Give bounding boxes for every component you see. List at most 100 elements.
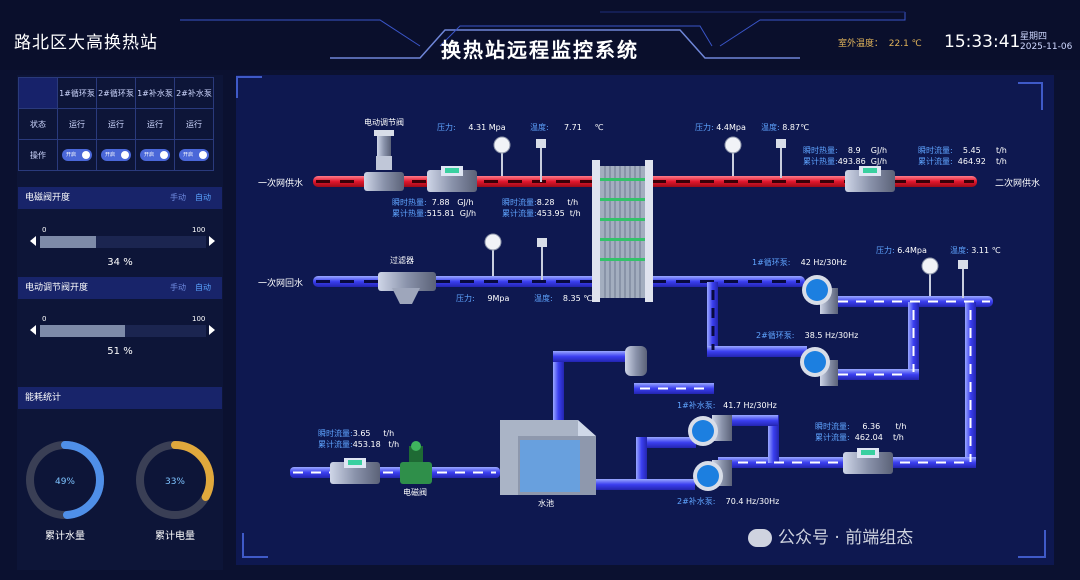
station-name: 路北区大高换热站 <box>14 33 158 53</box>
row-label-operate: 操作 <box>18 139 58 171</box>
water-label: 累计水量 <box>45 531 85 542</box>
pump2-frequency: 2#循环泵: 38.5 Hz/30Hz <box>756 331 859 340</box>
primary-return-label: 一次网回水 <box>258 279 304 289</box>
header-decoration <box>180 11 906 59</box>
m4-cum-flow: 累计流量: 462.04 t/h <box>815 433 904 442</box>
pump4-frequency: 2#补水泵: 70.4 Hz/30Hz <box>677 497 780 506</box>
flow-meter-icon <box>843 448 893 474</box>
plate-heat-exchanger <box>592 160 653 302</box>
water-ring-gauge: 49% <box>26 441 104 519</box>
watermark: 公众号 · 前端组态 <box>748 523 913 548</box>
pump-col-header: 1#循环泵 <box>57 77 97 109</box>
p4-temperature: 温度: 3.11 ℃ <box>950 246 1001 255</box>
mode-manual-button[interactable]: 手动 <box>170 283 186 292</box>
electric-percent: 51 % <box>107 346 133 357</box>
outdoor-temperature: 室外温度： 22.1 ℃ <box>838 39 922 49</box>
electric-slider-track[interactable] <box>40 325 206 337</box>
circulation-pump-2-icon[interactable] <box>800 347 838 386</box>
pressure-gauge-icon <box>493 136 511 176</box>
pump-table: 1#循环泵 2#循环泵 1#补水泵 2#补水泵 状态 运行 运行 运行 运行 操… <box>18 77 214 171</box>
m1-heat: 瞬时热量: 7.88 GJ/h <box>392 198 474 207</box>
p3-pressure: 压力: 9Mpa <box>456 294 510 303</box>
slider-decrease-arrow[interactable] <box>30 236 36 246</box>
pump-col-header: 1#补水泵 <box>135 77 175 109</box>
m4-flow: 瞬时流量: 6.36 t/h <box>815 422 907 431</box>
section-title: 电磁阀开度 <box>25 193 71 203</box>
mode-auto-button[interactable]: 自动 <box>195 193 211 202</box>
solenoid-valve-label: 电磁阀 <box>403 488 427 497</box>
m1-cum-flow: 累计流量:453.95 t/h <box>502 209 581 218</box>
clock-time: 15:33:41 <box>944 32 1021 52</box>
water-tank-icon <box>500 420 596 495</box>
power-percent: 33% <box>165 477 185 487</box>
p2-temperature: 温度: 8.87℃ <box>761 123 810 132</box>
p1-temperature: 温度: 7.71 ℃ <box>530 123 604 132</box>
electric-valve-label: 电动调节阀 <box>364 118 404 127</box>
solenoid-slider-fill <box>40 236 97 248</box>
m1-cum-heat: 累计热量:515.81 GJ/h <box>392 209 477 218</box>
solenoid-valve-header: 电磁阀开度 手动 自动 <box>18 187 222 209</box>
pump-status: 运行 <box>96 108 136 140</box>
date: 2025-11-06 <box>1020 42 1073 52</box>
water-percent: 49% <box>55 477 75 487</box>
operate-cell: 开启 <box>96 139 136 171</box>
power-ring-gauge: 33% <box>136 441 214 519</box>
page-title: 换热站远程监控系统 <box>441 38 639 62</box>
p3-temperature: 温度: 8.35 ℃ <box>534 294 593 303</box>
electric-valve-icon[interactable] <box>364 130 404 191</box>
slider-max: 100 <box>192 226 206 234</box>
flow-meter-icon <box>330 458 380 484</box>
mode-auto-button[interactable]: 自动 <box>195 283 211 292</box>
m1-flow: 瞬时流量:8.28 t/h <box>502 198 579 207</box>
tank-label: 水池 <box>538 499 554 508</box>
frame-corners <box>236 76 1046 558</box>
slider-increase-arrow[interactable] <box>209 236 215 246</box>
solenoid-valve-icon[interactable] <box>400 441 432 484</box>
makeup-pump-1-icon[interactable] <box>688 415 732 446</box>
m2-flow: 瞬时流量: 5.45 t/h <box>918 146 1007 155</box>
slider-min: 0 <box>42 226 47 234</box>
pressure-gauge-icon <box>921 257 939 296</box>
slider-min: 0 <box>42 315 47 323</box>
weekday: 星期四 <box>1020 32 1048 42</box>
pump1-switch[interactable]: 开启 <box>62 149 92 161</box>
slider-max: 100 <box>192 315 206 323</box>
pump3-switch[interactable]: 开启 <box>140 149 170 161</box>
operate-cell: 开启 <box>135 139 175 171</box>
table-corner <box>18 77 58 109</box>
electric-slider-fill <box>40 325 125 337</box>
p4-pressure: 压力: 6.4Mpa <box>876 246 927 255</box>
slider-increase-arrow[interactable] <box>209 325 215 335</box>
primary-supply-label: 一次网供水 <box>258 179 304 189</box>
filter-label: 过滤器 <box>390 256 414 265</box>
power-label: 累计电量 <box>155 531 195 542</box>
thermometer-icon <box>537 238 547 280</box>
p2-pressure: 压力: 4.4Mpa <box>695 123 746 132</box>
pump1-frequency: 1#循环泵: 42 Hz/30Hz <box>752 258 847 267</box>
mode-manual-button[interactable]: 手动 <box>170 193 186 202</box>
m3-cum-flow: 累计流量:453.18 t/h <box>318 440 400 449</box>
m2-heat: 瞬时热量: 8.9 GJ/h <box>803 146 888 155</box>
p1-pressure: 压力: 4.31 Mpa <box>437 123 506 132</box>
solenoid-slider-track[interactable] <box>40 236 206 248</box>
row-label-status: 状态 <box>18 108 58 140</box>
pump2-switch[interactable]: 开启 <box>101 149 131 161</box>
pressure-gauge-icon <box>724 136 742 176</box>
pump4-switch[interactable]: 开启 <box>179 149 209 161</box>
m2-cum-heat: 累计热量:493.86 GJ/h <box>803 157 888 166</box>
slider-decrease-arrow[interactable] <box>30 325 36 335</box>
m2-cum-flow: 累计流量: 464.92 t/h <box>918 157 1007 166</box>
thermometer-icon <box>958 260 968 298</box>
operate-cell: 开启 <box>57 139 97 171</box>
filter-icon[interactable] <box>378 272 436 304</box>
flow-meter-icon <box>427 166 477 192</box>
operate-cell: 开启 <box>174 139 214 171</box>
energy-header: 能耗统计 <box>18 387 222 409</box>
makeup-pump-2-icon[interactable] <box>693 460 732 491</box>
header-bar <box>0 0 1080 70</box>
pump-status: 运行 <box>57 108 97 140</box>
wechat-icon <box>748 529 772 547</box>
m3-flow: 瞬时流量:3.65 t/h <box>318 429 395 438</box>
circulation-pump-1-icon[interactable] <box>802 275 838 314</box>
flow-meter-icon <box>845 166 895 192</box>
